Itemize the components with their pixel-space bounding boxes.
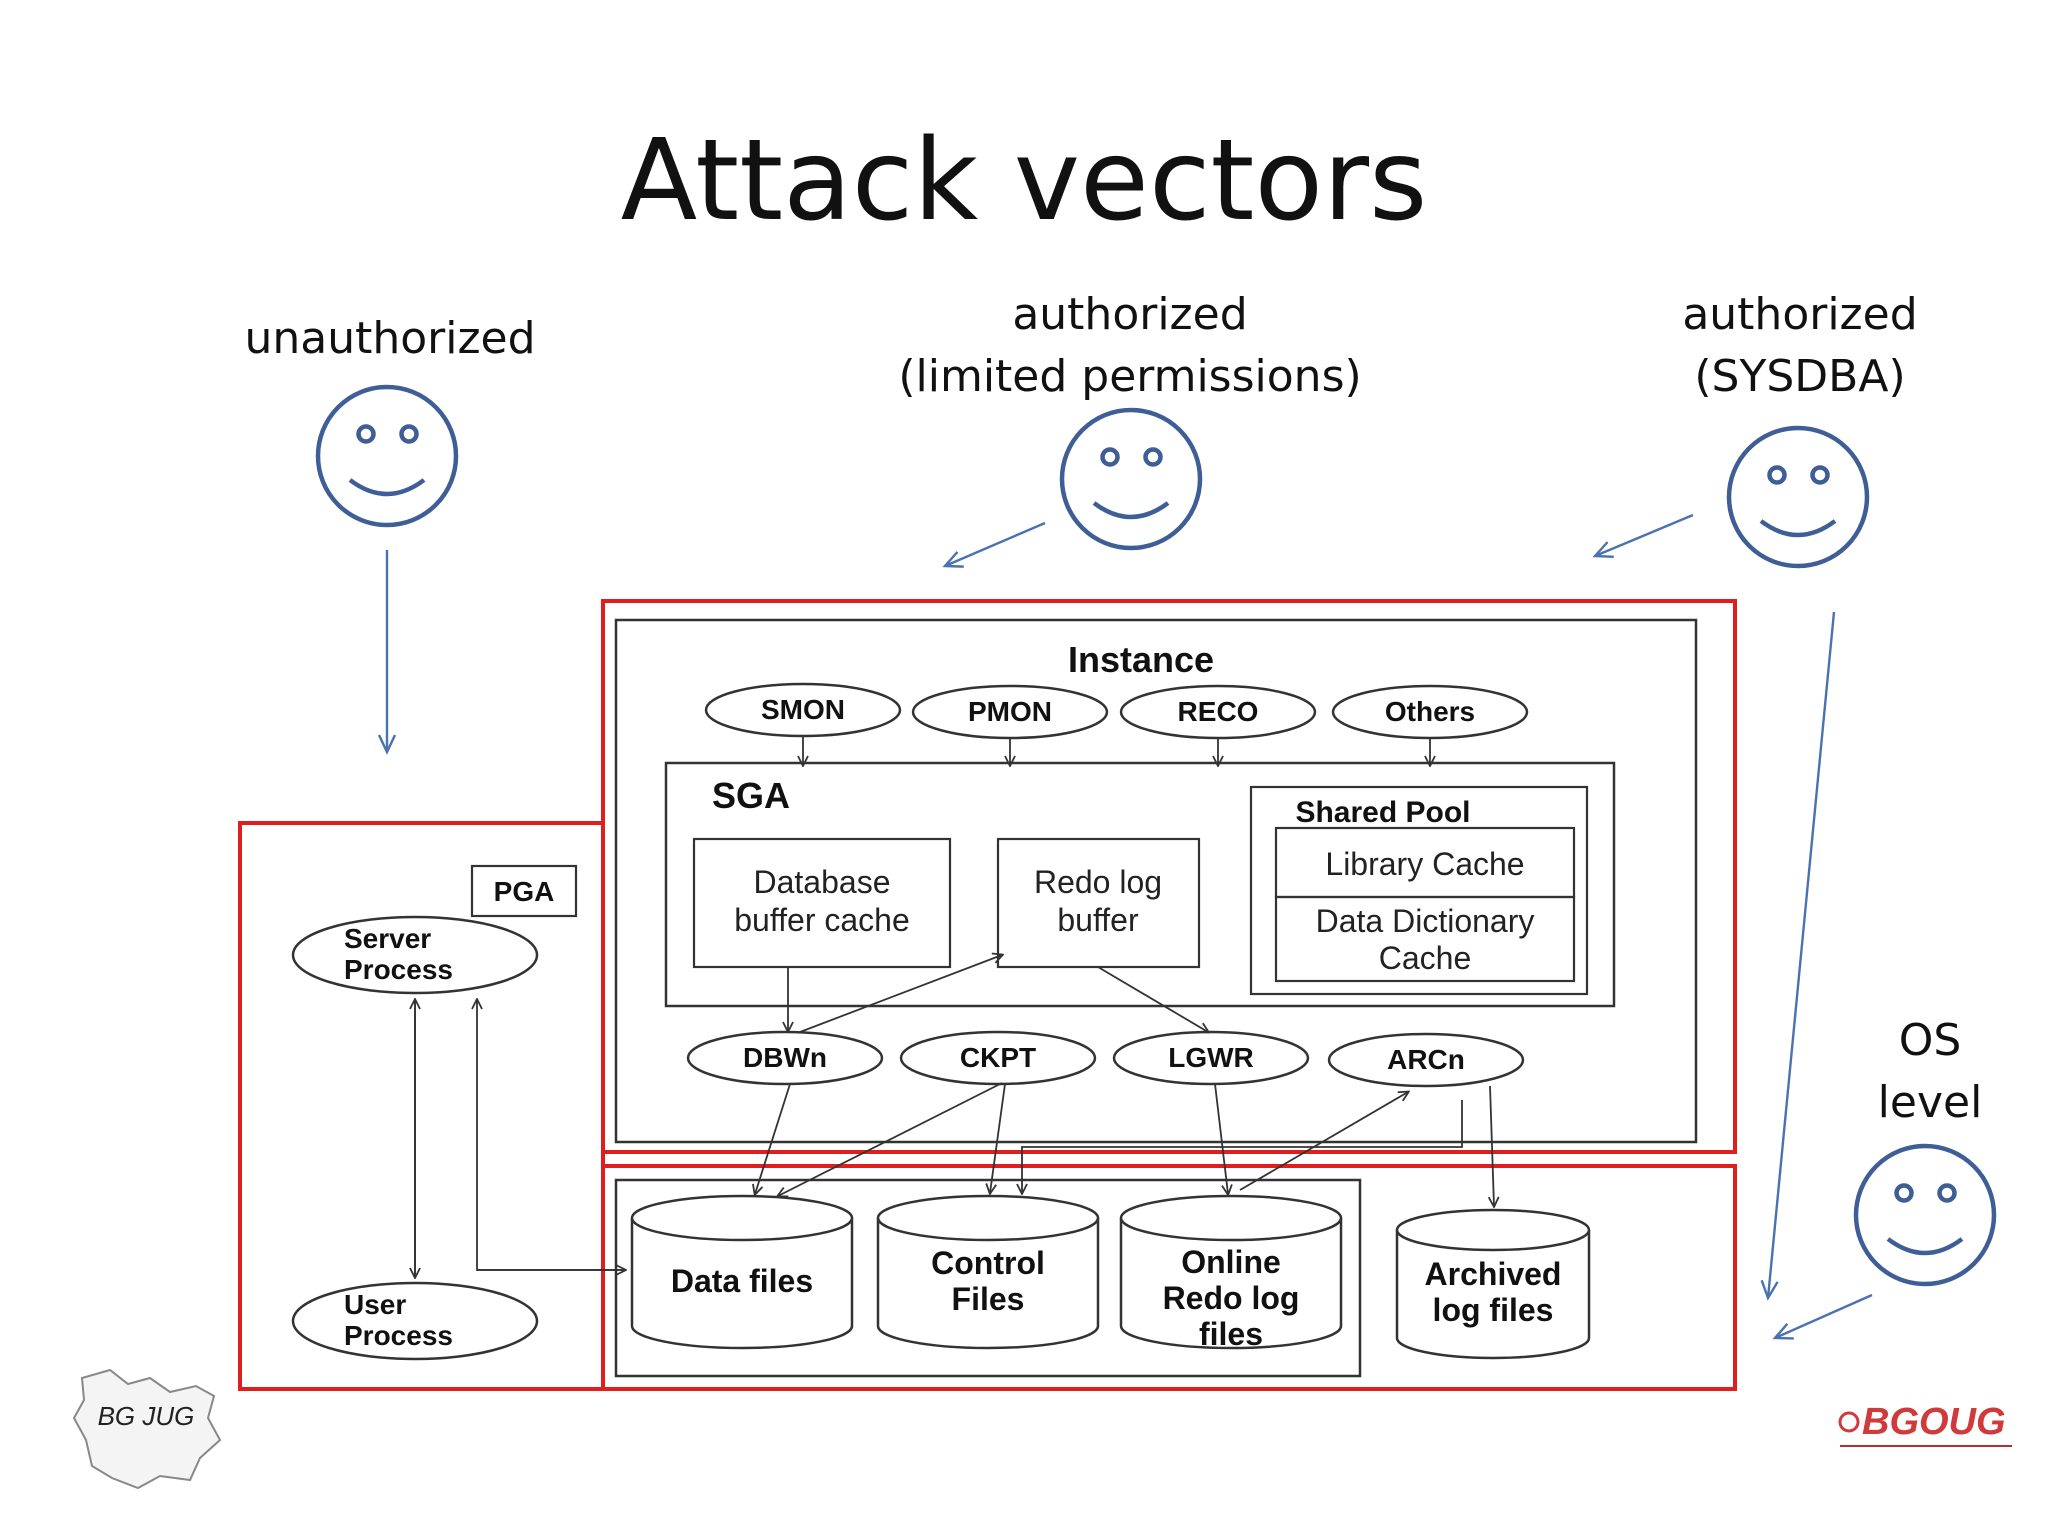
process-label-smon: SMON bbox=[761, 694, 845, 725]
online-redo-log-files-cylinder bbox=[1119, 1194, 1343, 1350]
pga-box bbox=[470, 864, 578, 918]
library-cache-label: Library Cache bbox=[1325, 846, 1524, 882]
process-label-dbwn: DBWn bbox=[743, 1042, 827, 1073]
data-files-label: Data files bbox=[671, 1263, 813, 1299]
flow-arrow bbox=[1022, 1100, 1463, 1193]
db-buffer-cache-label: Database bbox=[754, 864, 891, 900]
process-ellipse-ckpt bbox=[899, 1030, 1097, 1086]
online-redo-log-files-label: Online bbox=[1181, 1244, 1281, 1280]
process-ellipse-lgwr bbox=[1112, 1030, 1310, 1086]
bgoug-logo: BGOUG bbox=[1838, 1401, 2012, 1447]
bgoug-logo-text: BGOUG bbox=[1862, 1401, 2006, 1443]
instance-label: Instance bbox=[1068, 639, 1214, 680]
smiley-icon bbox=[315, 384, 459, 528]
attack-box-files bbox=[601, 1164, 1737, 1391]
flow-arrow bbox=[1490, 1085, 1494, 1206]
flow-arrow bbox=[755, 1083, 791, 1194]
actor-label-line: authorized bbox=[1012, 289, 1248, 340]
actor-label-line: level bbox=[1877, 1077, 1983, 1128]
slide-title: Attack vectors bbox=[620, 116, 1428, 246]
smiley-icon bbox=[1853, 1143, 1997, 1287]
control-files-label: Control bbox=[931, 1245, 1045, 1281]
instance-box bbox=[614, 618, 1698, 1144]
vector-arrow bbox=[1772, 1293, 1873, 1340]
vector-arrow bbox=[1760, 611, 1836, 1301]
data-dictionary-cache-box bbox=[1274, 895, 1576, 983]
data-dictionary-cache-label: Cache bbox=[1379, 940, 1472, 976]
process-label-reco: RECO bbox=[1178, 696, 1259, 727]
bgjug-logo-text: BG JUG bbox=[98, 1401, 195, 1431]
vector-arrow bbox=[942, 521, 1046, 568]
flow-arrow bbox=[990, 1083, 1006, 1193]
process-label-lgwr: LGWR bbox=[1168, 1042, 1254, 1073]
attack-box-instance bbox=[601, 599, 1737, 1154]
actor-label-line: OS bbox=[1898, 1015, 1962, 1066]
data-files-cylinder bbox=[630, 1194, 854, 1350]
process-label-others: Others bbox=[1385, 696, 1475, 727]
online-redo-log-files-label: Redo log bbox=[1163, 1280, 1300, 1316]
flow-arrow bbox=[1214, 1083, 1228, 1194]
server-process-label: Server bbox=[344, 923, 431, 954]
bgjug-logo: BG JUG bbox=[72, 1368, 222, 1490]
actor-sysdba-label: authorized (SYSDBA) bbox=[1640, 284, 1960, 408]
flow-arrow bbox=[1097, 966, 1208, 1032]
redo-log-buffer-label: buffer bbox=[1057, 902, 1139, 938]
actor-unauthorized-label: unauthorized bbox=[200, 308, 580, 370]
archived-log-files-label: Archived bbox=[1425, 1256, 1562, 1292]
actor-label-line: (limited permissions) bbox=[898, 351, 1362, 402]
smiley-icon bbox=[1726, 425, 1870, 569]
actor-label-line: authorized bbox=[1682, 289, 1918, 340]
online-redo-log-files-label: files bbox=[1199, 1316, 1263, 1352]
flow-arrow bbox=[778, 1082, 1003, 1196]
server-process-label: Process bbox=[344, 954, 453, 985]
redo-log-buffer-label: Redo log bbox=[1034, 864, 1162, 900]
user-process-label: Process bbox=[344, 1320, 453, 1351]
data-dictionary-cache-label: Data Dictionary bbox=[1316, 903, 1535, 939]
actor-limited-label: authorized (limited permissions) bbox=[880, 284, 1380, 408]
files-box bbox=[614, 1178, 1362, 1378]
shared-pool-box bbox=[1249, 785, 1589, 996]
server-process-ellipse bbox=[291, 915, 539, 995]
db-buffer-cache-box bbox=[692, 837, 952, 969]
pga-label: PGA bbox=[494, 876, 555, 907]
flow-arrow bbox=[1239, 1092, 1408, 1191]
actor-os-label: OS level bbox=[1830, 1010, 2030, 1134]
shared-pool-label: Shared Pool bbox=[1295, 796, 1470, 829]
process-label-arcn: ARCn bbox=[1387, 1044, 1465, 1075]
sga-label: SGA bbox=[712, 775, 790, 816]
actor-label-line: unauthorized bbox=[244, 313, 536, 364]
process-label-pmon: PMON bbox=[968, 696, 1052, 727]
sga-box bbox=[664, 761, 1616, 1008]
smiley-icon bbox=[1059, 407, 1203, 551]
process-label-ckpt: CKPT bbox=[960, 1042, 1036, 1073]
user-process-ellipse bbox=[291, 1281, 539, 1361]
control-files-label: Files bbox=[952, 1281, 1025, 1317]
db-buffer-cache-label: buffer cache bbox=[734, 902, 910, 938]
vector-arrow bbox=[1592, 513, 1694, 559]
user-process-label: User bbox=[344, 1289, 406, 1320]
archived-log-files-label: log files bbox=[1433, 1292, 1554, 1328]
flow-arrow bbox=[799, 955, 1002, 1033]
control-files-cylinder bbox=[876, 1194, 1100, 1350]
actor-label-line: (SYSDBA) bbox=[1694, 351, 1906, 402]
archived-log-files-cylinder bbox=[1395, 1208, 1591, 1360]
process-ellipse-arcn bbox=[1327, 1032, 1525, 1088]
